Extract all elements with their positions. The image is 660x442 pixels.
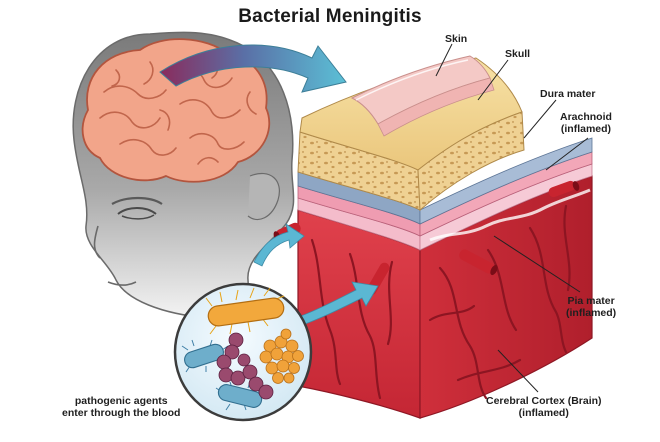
label-pathogenic-agents: pathogenic agents enter through the bloo… <box>62 395 181 419</box>
label-cerebral-cortex: Cerebral Cortex (Brain) (inflamed) <box>486 395 602 419</box>
label-pia-mater: Pia mater (inflamed) <box>566 295 617 319</box>
entry-arrows <box>253 223 379 329</box>
label-skin: Skin <box>445 33 468 45</box>
curved-arrow <box>159 44 347 93</box>
tissue-cross-section <box>273 55 593 419</box>
label-arachnoid: Arachnoid (inflamed) <box>560 111 612 135</box>
diagram-title: Bacterial Meningitis <box>238 6 422 27</box>
pathogen-magnifier <box>173 282 313 422</box>
brain <box>81 38 271 183</box>
label-dura-mater: Dura mater <box>540 88 596 100</box>
label-leaders <box>435 43 589 393</box>
label-skull: Skull <box>505 48 531 60</box>
